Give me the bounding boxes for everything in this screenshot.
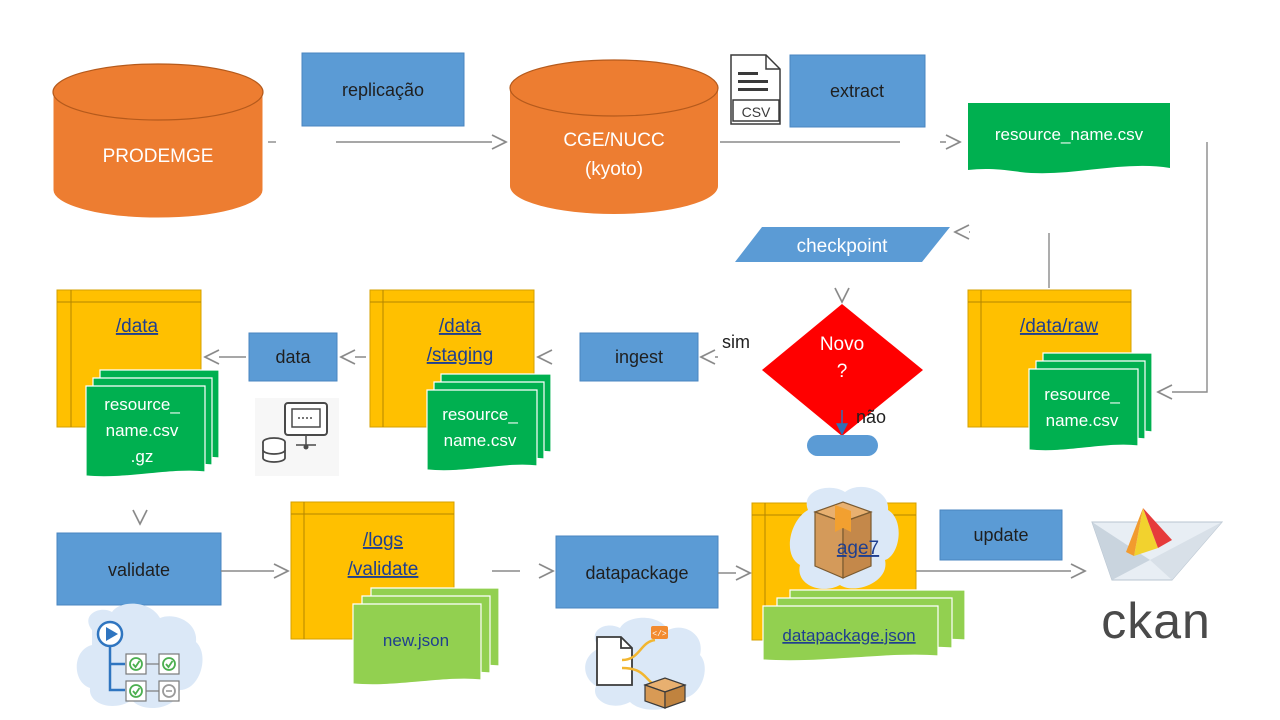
ckan-wordmark: ckan	[1101, 593, 1211, 649]
raw-file-label-1: resource_	[1044, 385, 1120, 404]
replicacao-box: replicação	[301, 52, 465, 127]
staging-file-stack: resource_ name.csv	[426, 373, 552, 472]
replicacao-label: replicação	[342, 80, 424, 100]
raw-file-stack: resource_ name.csv	[1028, 352, 1153, 452]
novo-decision: Novo ?	[762, 304, 923, 436]
package-box-icon: age7	[789, 486, 899, 589]
raw-folder-label[interactable]: /data/raw	[1020, 316, 1098, 337]
datapackage-json-label[interactable]: datapackage.json	[782, 626, 915, 645]
cge-database: CGE/NUCC (kyoto)	[509, 59, 719, 214]
validate-label: validate	[108, 560, 170, 580]
data-file-label-1: resource_	[104, 395, 180, 414]
new-json-label: new.json	[383, 631, 449, 650]
extract-label: extract	[830, 81, 884, 101]
checkpoint-label: checkpoint	[797, 236, 889, 257]
arrow-resource-raw	[1158, 142, 1208, 392]
staging-label-1[interactable]: /data	[439, 316, 482, 337]
terminator-end	[807, 435, 878, 456]
staging-label-2[interactable]: /staging	[427, 345, 494, 366]
csv-file-icon: CSV	[730, 54, 781, 125]
update-label: update	[973, 525, 1028, 545]
nao-label: não	[856, 407, 886, 427]
datapackage-label: datapackage	[585, 563, 688, 583]
workflow-validate-icon	[76, 603, 203, 709]
cge-label-2: (kyoto)	[585, 159, 643, 180]
data-file-label-2: name.csv	[106, 421, 179, 440]
resource-top-label: resource_name.csv	[995, 125, 1144, 144]
new-json-stack: new.json	[352, 587, 500, 686]
data-folder-label[interactable]: /data	[116, 316, 159, 337]
data-box-label: data	[275, 347, 311, 367]
update-box: update	[939, 509, 1063, 561]
ingest-box: ingest	[579, 332, 699, 382]
age7-label[interactable]: age7	[837, 538, 879, 559]
staging-file-label-1: resource_	[442, 405, 518, 424]
validate-box: validate	[56, 532, 222, 606]
ckan-logo: ckan	[1091, 508, 1224, 649]
staging-file-label-2: name.csv	[444, 431, 517, 450]
csv-icon-label: CSV	[742, 104, 771, 120]
logs-label-1[interactable]: /logs	[363, 530, 403, 551]
data-compression-icon	[255, 398, 339, 476]
checkpoint-shape: checkpoint	[735, 227, 950, 262]
datapackage-build-icon: </>	[585, 617, 705, 710]
data-box: data	[248, 332, 338, 382]
novo-label-2: ?	[837, 361, 848, 382]
datapackage-box: datapackage	[555, 535, 719, 609]
ingest-label: ingest	[615, 347, 663, 367]
cge-label-1: CGE/NUCC	[563, 130, 664, 151]
raw-file-label-2: name.csv	[1046, 411, 1119, 430]
svg-text:</>: </>	[652, 630, 667, 639]
prodemge-label: PRODEMGE	[103, 146, 214, 167]
datapackage-json-stack: datapackage.json	[762, 589, 966, 662]
novo-label-1: Novo	[820, 334, 864, 355]
data-file-label-3: .gz	[131, 447, 154, 466]
sim-label: sim	[722, 332, 750, 352]
prodemge-database: PRODEMGE	[52, 63, 264, 219]
logs-label-2[interactable]: /validate	[348, 559, 419, 580]
data-file-stack: resource_ name.csv .gz	[85, 369, 220, 478]
extract-box: extract	[789, 54, 926, 128]
resource-top-document: resource_name.csv	[968, 103, 1170, 174]
